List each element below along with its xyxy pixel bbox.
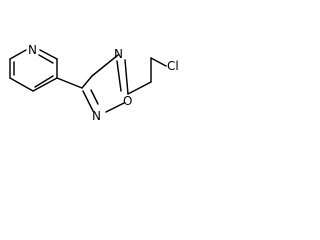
oxadiazole-double-bond — [90, 89, 99, 105]
oxadiazole-bond — [91, 54, 119, 77]
atom-labels: N N N O Cl — [28, 43, 179, 123]
pyridine-double-bond — [38, 54, 54, 64]
chlorine-label: Cl — [167, 59, 179, 73]
ring-connector-bond — [56, 77, 83, 89]
oxadiazole-bond — [82, 90, 94, 112]
bonds — [9, 49, 167, 113]
side-chain-bond — [127, 81, 152, 95]
pyridine-bond — [9, 49, 27, 60]
side-chain-bond — [150, 57, 167, 67]
oxadiazole-bond — [81, 75, 93, 89]
oxadiazole-bond — [124, 59, 129, 95]
pyridine-double-bond — [34, 75, 54, 88]
oxadiazole-n4-label: N — [114, 47, 123, 61]
oxadiazole-n2-label: N — [92, 109, 101, 123]
pyridine-bond — [39, 49, 58, 60]
pyridine-bond — [32, 77, 58, 92]
oxadiazole-bond — [105, 102, 125, 113]
oxadiazole-o1-label: O — [123, 94, 132, 108]
pyridine-nitrogen-label: N — [28, 43, 37, 57]
pyridine-bond — [9, 77, 34, 92]
oxadiazole-double-bond — [116, 60, 122, 92]
chemical-structure-diagram: N N N O Cl — [9, 43, 179, 123]
structure-canvas: N N N O Cl — [0, 0, 264, 127]
